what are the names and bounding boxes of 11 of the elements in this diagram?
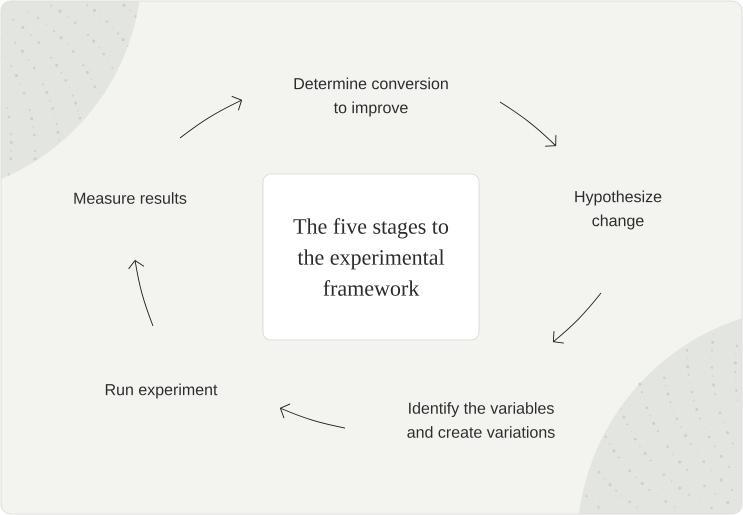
arrow <box>180 96 242 138</box>
stage-label: Identify the variables and create variations <box>407 402 555 438</box>
arrow <box>552 292 602 344</box>
stage-label: Run experiment <box>106 384 218 398</box>
stage-label: Determine conversion to improve <box>294 78 448 116</box>
arrow <box>500 102 556 147</box>
arrow <box>128 260 154 326</box>
title-box: The five stages to the experimental framework <box>262 174 480 340</box>
stage-label: Measure results <box>74 192 186 204</box>
arrow <box>280 404 346 428</box>
stage-label: Hypothesize change <box>575 190 662 230</box>
